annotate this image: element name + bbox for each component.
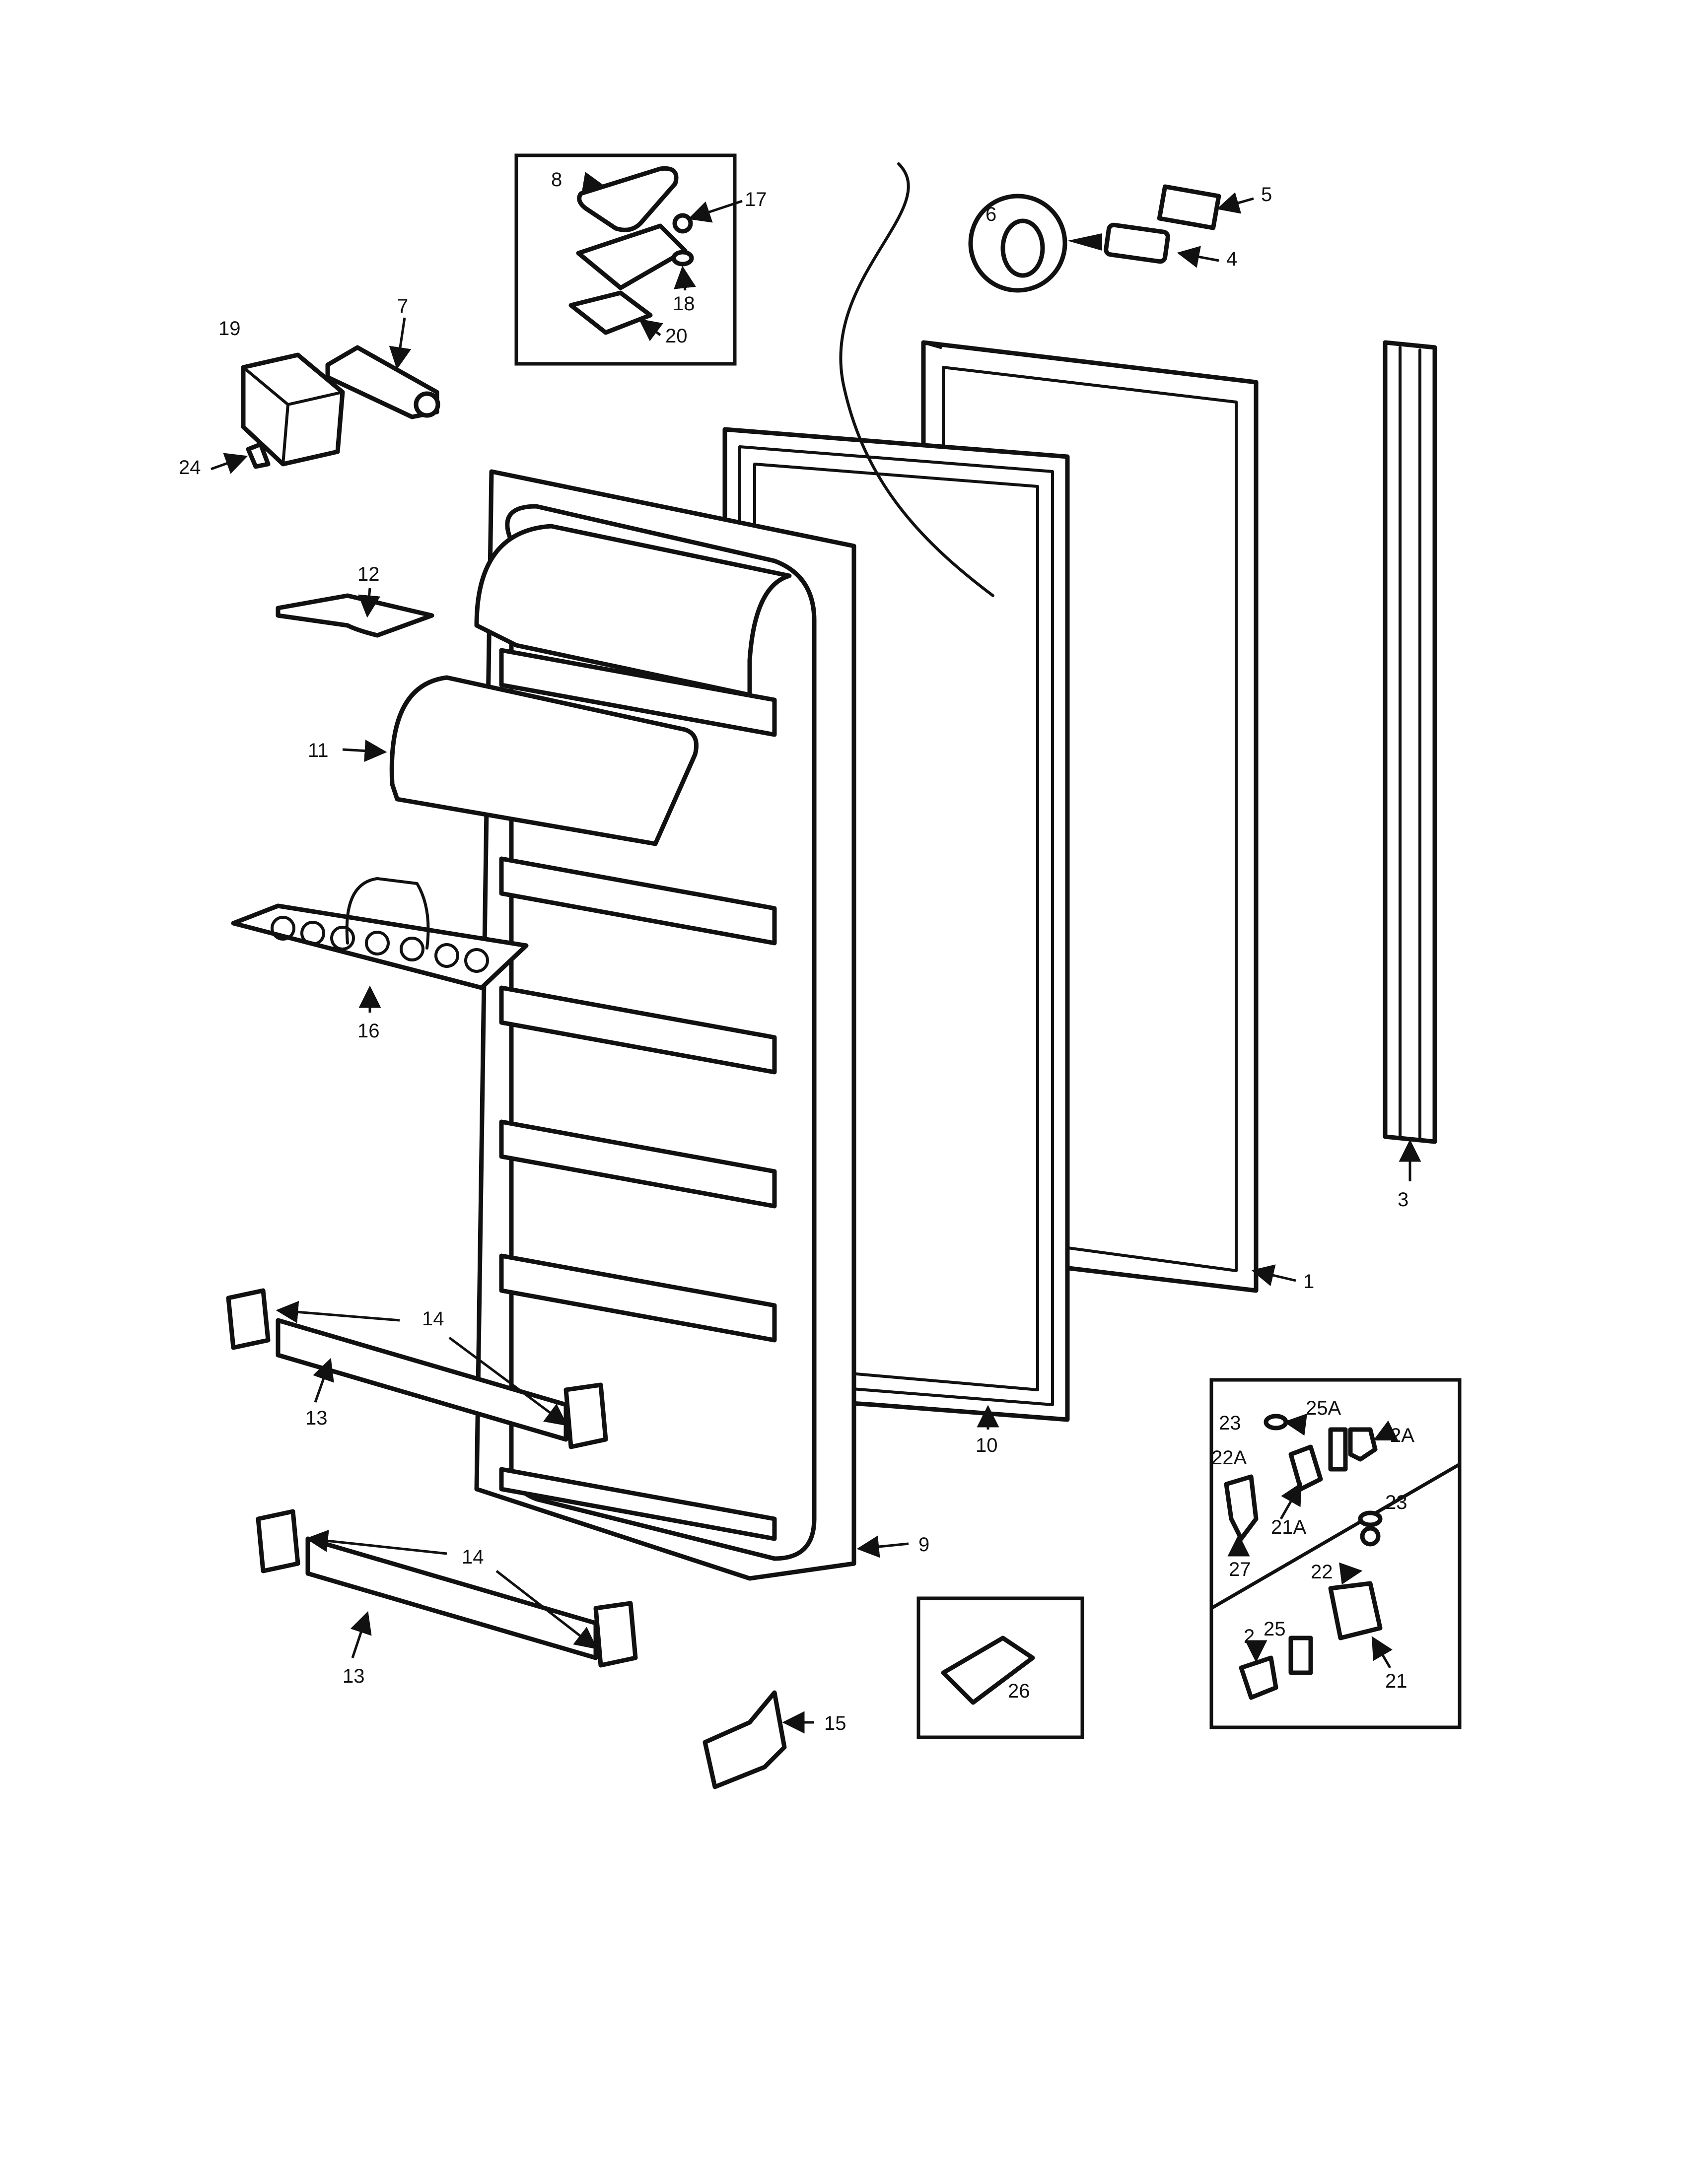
shelf-part-12	[276, 593, 434, 638]
callout-27: 27	[1229, 1559, 1251, 1580]
clip-part-24	[246, 442, 271, 469]
hinge-part-21A	[1288, 1444, 1323, 1492]
bracket-knob	[414, 391, 440, 418]
leader-lines	[211, 172, 1421, 1734]
callout-18: 18	[673, 293, 695, 315]
washer-part-23-upper	[1264, 1414, 1288, 1431]
end-cap-part-14-left-upper	[226, 1288, 271, 1350]
callout-6: 6	[985, 204, 996, 225]
callout-24: 24	[179, 457, 201, 478]
shim-part-20	[568, 290, 653, 335]
nameplate-part-5	[1157, 184, 1221, 230]
callout-11: 11	[308, 740, 329, 761]
callout-13-lower: 13	[343, 1665, 365, 1687]
callout-9: 9	[918, 1534, 929, 1556]
callout-22: 22	[1311, 1561, 1333, 1583]
hinge-hardware-inset	[1209, 1378, 1462, 1729]
callout-7: 7	[397, 295, 408, 317]
callout-23-upper: 23	[1219, 1412, 1241, 1434]
callout-15: 15	[824, 1712, 846, 1734]
liner-shelf-4	[499, 1119, 777, 1209]
liner-top-dome	[474, 524, 792, 697]
part-26-inset	[916, 1596, 1084, 1739]
callout-14-lower: 14	[462, 1546, 484, 1568]
callout-23-lower: 23	[1385, 1492, 1407, 1513]
cam-arrow-shape	[1067, 233, 1102, 251]
egg-tray-part-16	[231, 877, 529, 990]
callout-16: 16	[357, 1020, 380, 1042]
callout-25A: 25A	[1306, 1397, 1341, 1419]
callout-22A: 22A	[1211, 1447, 1247, 1469]
callout-17: 17	[745, 189, 767, 210]
callout-1: 1	[1303, 1271, 1314, 1293]
callout-19: 19	[218, 318, 241, 340]
hinge-cover-inset	[514, 153, 737, 366]
liner-shelf-1	[499, 648, 777, 737]
callout-labels: 8 17 18 20 6 5 4 19 7 24 12 11 16 9 10 1…	[179, 169, 1414, 1734]
liner-shelf-2	[499, 856, 777, 946]
callout-5: 5	[1261, 184, 1272, 205]
hinge-plate-part	[576, 223, 688, 290]
dairy-cover-part-11	[389, 675, 699, 846]
hinge-part-2	[1239, 1655, 1278, 1700]
bushing-part-22	[1360, 1526, 1381, 1547]
cam-hub-part	[1000, 218, 1045, 278]
callout-21A: 21A	[1271, 1516, 1306, 1538]
liner-shelf-6	[499, 1467, 777, 1541]
shim-part-25A	[1328, 1427, 1348, 1472]
hinge-part-2A	[1348, 1427, 1378, 1462]
callout-4: 4	[1226, 248, 1237, 270]
hinge-part-21	[1328, 1581, 1383, 1640]
callout-21: 21	[1385, 1670, 1407, 1692]
hinge-part-27	[1224, 1474, 1259, 1541]
shim-part-25	[1288, 1636, 1313, 1675]
end-cap-part-14-right-lower	[593, 1601, 638, 1668]
callout-3: 3	[1398, 1189, 1408, 1211]
end-cap-part-14-right-upper	[563, 1382, 608, 1449]
hinge-strip-part-3	[1383, 340, 1437, 1144]
door-bar-upper-part-13	[226, 1288, 608, 1449]
cam-parts-group	[241, 345, 440, 469]
handle-parts-group	[968, 184, 1221, 293]
end-cap-part-14-left-lower	[256, 1509, 300, 1573]
callout-14-upper: 14	[422, 1308, 444, 1330]
bracket-part-15	[703, 1690, 787, 1789]
callout-2A: 2A	[1390, 1425, 1414, 1446]
washer-part-18	[671, 250, 694, 267]
callout-2: 2	[1244, 1626, 1255, 1647]
hinge-cover-part-8	[577, 166, 679, 232]
block-part-19	[241, 352, 345, 467]
callout-8: 8	[551, 169, 562, 191]
callout-20: 20	[665, 325, 688, 347]
bezel-part-4	[1104, 222, 1170, 264]
callout-10: 10	[976, 1434, 998, 1456]
callout-25: 25	[1264, 1618, 1286, 1640]
door-bar-lower-part-13	[256, 1509, 638, 1668]
wire-harness	[839, 162, 994, 597]
washer-part-23-lower	[1358, 1510, 1383, 1527]
liner-shelf-5	[499, 1253, 777, 1343]
callout-13-upper: 13	[305, 1407, 328, 1429]
hinge-pin-part-17	[672, 213, 693, 234]
guide-part-26	[941, 1636, 1035, 1705]
liner-shelf-3	[499, 985, 777, 1075]
callout-26: 26	[1008, 1680, 1030, 1702]
callout-12: 12	[357, 563, 380, 585]
